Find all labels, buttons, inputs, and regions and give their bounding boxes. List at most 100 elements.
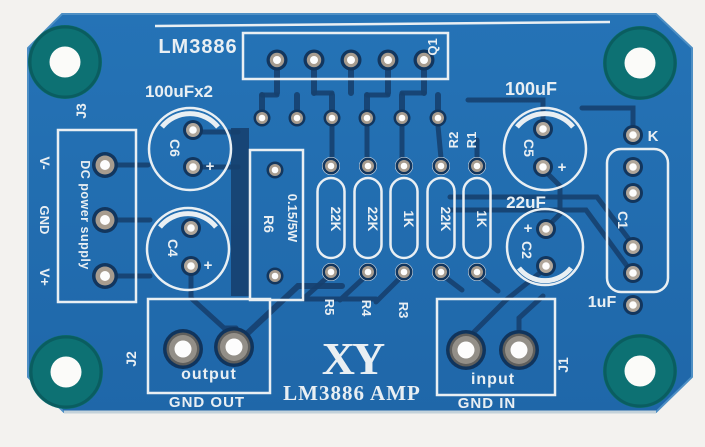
gnd-out-label: GND OUT [169,394,245,411]
c5-outline [502,106,588,192]
r1-value-label: 1K [474,210,489,228]
ic-pad [377,49,399,71]
ic-pad [393,109,411,127]
uf-pad [623,295,643,315]
c2-polarity-arc [517,266,573,284]
j2-connector-outline [146,297,272,395]
j3-pin-vminus-label: V- [37,156,53,170]
resistor-pad [395,157,413,175]
c6-label: C6 [167,139,183,157]
resistor-pad [359,157,377,175]
silkscreen-top-border [154,20,611,28]
r2-value-label: 22K [438,207,453,232]
board-title-label: LM3886 AMP [283,381,421,405]
c5-pad [533,157,553,177]
r4-outline [353,176,383,260]
input-label: input [471,371,515,388]
c6-pad [183,157,203,177]
r4-value-label: 22K [365,207,380,232]
resistor-pad [322,157,340,175]
c6-pad [183,120,203,140]
silkscreen-text: LM3886 100uFx2 Q1 C6 C4 100uF C5 22uF C2… [37,36,659,412]
r3-label: R3 [396,302,411,319]
c2-value-label: 22uF [506,193,546,212]
r1-label: R1 [464,132,479,149]
r6-pad [266,161,284,179]
resistor-pad [432,157,450,175]
c2-label: C2 [519,241,535,259]
c5-label: C5 [521,139,537,157]
r1-outline [462,176,492,260]
ic-pad [429,109,447,127]
c1-pad [623,263,643,283]
j3-connector-outline [56,128,138,304]
c2-plus-mark: + [524,220,533,237]
j1-connector-outline [435,297,557,397]
q1-label: Q1 [425,38,440,55]
ic-pad [340,49,362,71]
resistor-pad [322,263,340,281]
copper-traces [104,57,636,351]
mounting-hole-bottom-right [601,332,679,410]
r5-outline [316,176,346,260]
resistor-pad [395,263,413,281]
input-pad-in [499,330,539,370]
c5-plus-mark: + [558,159,567,176]
r3-outline [389,176,419,260]
c4-label: C4 [165,239,181,257]
k-pad [623,125,643,145]
r5-value-label: 22K [328,207,343,232]
c4-pad [181,256,201,276]
mounting-hole-top-left [26,23,104,101]
c1-value-label: 1uF [588,294,617,311]
j3-pad-gnd [92,207,118,233]
c5-polarity-arc [515,111,575,129]
output-pad-gnd [163,329,203,369]
ic-pad [358,109,376,127]
output-pad-out [214,327,254,367]
r6-label: R6 [261,215,277,233]
c4-pad [181,218,201,238]
j3-desc-label: DC power supply [78,160,92,270]
input-pad-gnd [446,330,486,370]
cap-note-label: 100uFx2 [145,82,213,101]
c1-pad [623,183,643,203]
ic-footprint-outline [241,31,450,81]
c2-pad [536,219,556,239]
resistor-pad [468,157,486,175]
c6-plus-mark: + [206,158,215,175]
r6-value-label: 0.15/5W [285,194,300,243]
j3-pin-vplus-label: V+ [37,268,53,286]
c1-pad [623,157,643,177]
resistor-pad [468,263,486,281]
ic-pad [288,109,306,127]
k-marker-label: K [648,128,659,145]
j2-label: J2 [123,351,139,367]
j3-pad-vplus [92,263,118,289]
ic-name-label: LM3886 [158,36,237,58]
gnd-in-label: GND IN [458,395,517,412]
ic-pad [253,109,271,127]
ic-pad [303,49,325,71]
r5-label: R5 [322,299,337,316]
j3-pad-vminus [92,152,118,178]
c6-polarity-arc [160,111,220,129]
c1-outline [605,147,670,294]
c6-outline [147,106,233,192]
c5-value-label: 100uF [505,79,557,99]
c4-outline [145,206,231,292]
c4-plus-mark: + [204,257,213,274]
r2-outline [426,176,456,260]
xy-logo: XY [322,333,385,384]
r4-label: R4 [359,300,374,317]
j1-label: J1 [555,357,571,373]
c2-outline [505,207,585,287]
c1-label: C1 [615,211,631,229]
c1-pad [623,237,643,257]
resistor-pad [359,263,377,281]
c5-pad [533,119,553,139]
resistor-pad [432,263,450,281]
r2-label: R2 [446,132,461,149]
